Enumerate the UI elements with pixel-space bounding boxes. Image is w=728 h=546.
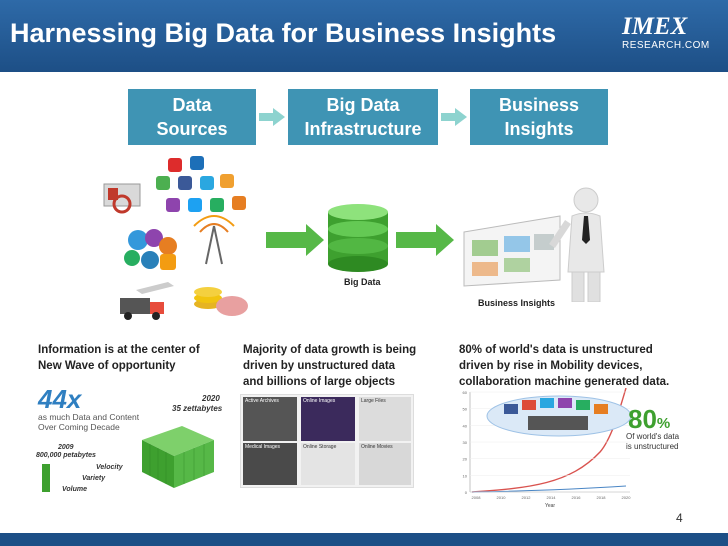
media-tile-label: Online Images	[303, 398, 336, 404]
page-title: Harnessing Big Data for Business Insight…	[10, 18, 557, 48]
big-data-illustration	[266, 204, 454, 272]
y-tick-label: 10	[463, 473, 468, 478]
caption-line: and billions of large objects	[243, 376, 396, 388]
flow-arrow-icon	[441, 108, 467, 126]
green-arrow-icon	[396, 224, 454, 256]
header-bar: Harnessing Big Data for Business Insight…	[0, 0, 728, 72]
volume-label: Volume	[62, 486, 88, 493]
caption-line: New Wave of opportunity	[38, 360, 176, 372]
caption-line: collaboration machine generated data.	[459, 376, 670, 388]
coins-icon	[194, 287, 248, 316]
stage-label: Insights	[504, 119, 574, 139]
plane-icon	[136, 282, 174, 294]
x-tick-label: 2012	[522, 495, 532, 500]
percent-desc-line: Of world's data	[626, 432, 680, 441]
caption-data-growth: Majority of data growth is being driven …	[243, 342, 416, 390]
x-axis-label: Year	[545, 503, 555, 509]
unstructured-objects-panel: Active Archives Online Images Large File…	[240, 394, 414, 488]
percent-sign: %	[656, 415, 671, 432]
device-arc-icon	[486, 395, 632, 437]
dashboard-screen-icon	[463, 215, 561, 287]
media-tile: Large Files	[359, 397, 411, 441]
x-tick-label: 2020	[622, 495, 632, 500]
unstructured-growth-chart: 0 10 20 30 40 50 60 2008 2010 2012 2014 2016 2018 20…	[450, 388, 690, 510]
growth-desc-line: as much Data and Content	[38, 412, 140, 422]
media-tile-label: Active Archives	[245, 398, 279, 404]
businessman-icon	[549, 187, 605, 302]
page-number: 4	[676, 511, 683, 525]
y-tick-label: 50	[463, 407, 468, 412]
y-tick-label: 40	[463, 423, 468, 428]
small-cube-icon	[42, 464, 50, 492]
variety-label: Variety	[82, 475, 106, 482]
y-tick-label: 0	[465, 490, 468, 495]
y-tick-label: 60	[463, 390, 468, 395]
business-insights-illustration	[463, 187, 605, 302]
growth-desc-line: Over Coming Decade	[38, 422, 120, 432]
media-tile-label: Large Files	[361, 398, 386, 404]
growth-multiplier: 44x	[38, 384, 82, 414]
stage-big-data-infrastructure: Big Data Infrastructure	[288, 89, 438, 145]
bottom-bar	[0, 533, 728, 546]
stage-business-insights: Business Insights	[470, 89, 608, 145]
caption-line: driven by rise in Mobility devices,	[459, 360, 643, 372]
percent-desc-line: is unstructured	[626, 442, 679, 451]
percent-value: 80%	[628, 404, 670, 435]
caption-information: Information is at the center of New Wave…	[38, 342, 200, 374]
cart-icon	[103, 183, 141, 214]
stage-label: Business	[498, 95, 580, 115]
media-tile: Active Archives	[243, 397, 297, 441]
green-arrow-icon	[266, 224, 324, 256]
media-tile-label: Medical Images	[245, 444, 281, 450]
flow-arrow-icon	[259, 108, 285, 126]
logo-subtitle: RESEARCH.COM	[622, 40, 710, 51]
caption-line: 80% of world's data is unstructured	[459, 344, 653, 356]
database-cylinder-icon	[328, 204, 388, 272]
media-tile: Online Movies	[359, 443, 411, 485]
business-insights-label: Business Insights	[478, 298, 556, 308]
stage-label: Data	[172, 95, 212, 115]
percent-number: 80	[628, 404, 657, 434]
data-cube-icon	[142, 426, 214, 488]
media-tile: Online Images	[301, 397, 355, 441]
growth-description: as much Data and Content Over Coming Dec…	[38, 412, 139, 432]
stage-label: Sources	[156, 119, 228, 139]
x-tick-label: 2010	[497, 495, 507, 500]
social-media-icon	[156, 156, 246, 212]
media-tile-label: Online Movies	[361, 444, 393, 450]
people-icon	[124, 229, 177, 270]
media-tile: Online Storage	[301, 443, 355, 485]
signal-tower-icon	[193, 215, 235, 265]
stage-label: Big Data	[326, 95, 400, 115]
year-start: 2009	[58, 444, 74, 451]
truck-icon	[120, 298, 164, 320]
media-tile: Medical Images	[243, 443, 297, 485]
imex-logo: IMEX RESEARCH.COM	[622, 13, 722, 52]
caption-unstructured: 80% of world's data is unstructured driv…	[459, 342, 669, 390]
stage-data-sources: Data Sources	[128, 89, 256, 145]
y-tick-label: 20	[463, 457, 468, 462]
data-sources-illustration	[103, 156, 248, 320]
year-end: 2020	[202, 394, 220, 403]
media-tile-label: Online Storage	[303, 444, 337, 450]
x-tick-label: 2014	[547, 495, 557, 500]
structured-curve	[471, 485, 627, 493]
x-tick-label: 2016	[572, 495, 582, 500]
big-data-label: Big Data	[344, 277, 381, 287]
caption-line: Majority of data growth is being	[243, 344, 417, 356]
velocity-label: Velocity	[96, 464, 123, 471]
end-amount: 35 zettabytes	[172, 404, 223, 413]
caption-line: Information is at the center of	[38, 344, 200, 356]
logo-mark: IMEX	[622, 13, 688, 40]
caption-line: driven by unstructured data	[243, 360, 396, 372]
x-tick-label: 2018	[597, 495, 607, 500]
percent-description: Of world's data is unstructured	[626, 432, 679, 452]
y-tick-label: 30	[463, 440, 468, 445]
data-growth-panel: 44x as much Data and Content Over Coming…	[36, 384, 236, 500]
stage-label: Infrastructure	[304, 119, 422, 139]
x-tick-label: 2008	[472, 495, 482, 500]
start-amount: 800,000 petabytes	[36, 452, 96, 459]
